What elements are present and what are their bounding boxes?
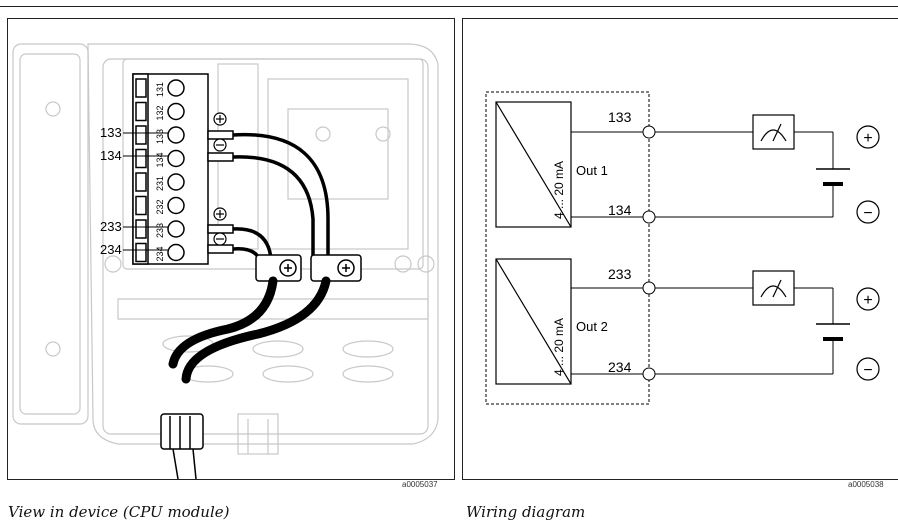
terminal-number: 231: [155, 176, 165, 191]
module-dashed-outline: [485, 91, 650, 405]
terminal-number: 134: [155, 152, 165, 167]
top-rule: [0, 6, 898, 7]
right-image-id: a0005038: [848, 480, 884, 489]
bundled-cables: [168, 276, 331, 384]
terminal-screw: [167, 173, 185, 191]
terminal-number: 232: [155, 199, 165, 214]
device-view-drawing: 131 132 133 134 231 232 233 234: [12, 43, 439, 480]
module-2-range: 4 ... 20 mA: [552, 318, 566, 376]
terminal-screw: [167, 149, 185, 168]
polarity-markers: [213, 112, 227, 246]
side-label-234: 234: [100, 242, 122, 257]
circuit-1-wires: [571, 131, 834, 218]
cable-clamps: [255, 254, 362, 282]
signal-wires: [232, 132, 330, 265]
right-caption: Wiring diagram: [466, 503, 586, 521]
left-image-id: a0005037: [402, 480, 438, 489]
side-label-134: 134: [100, 148, 122, 163]
meter-1: [752, 114, 795, 150]
terminal-screw: [167, 79, 185, 97]
terminal-slot: [135, 78, 147, 98]
terminal-slot: [135, 195, 147, 216]
terminal-number: 234: [155, 246, 165, 261]
terminal-slot: [135, 172, 147, 192]
terminal-slot: [135, 101, 147, 122]
minus-symbol-2: −: [863, 362, 872, 379]
terminal-circles: [642, 125, 656, 381]
terminal-number: 131: [155, 82, 165, 97]
module-2-output: Out 2: [576, 319, 608, 334]
module-2-terminal-bottom: 234: [608, 359, 632, 375]
module-1: [495, 101, 572, 228]
meter-2: [752, 270, 795, 306]
module-1-terminal-bottom: 134: [608, 202, 632, 218]
terminal-block: 131 132 133 134 231 232 233 234: [132, 73, 209, 265]
module-1-terminal-top: 133: [608, 109, 632, 125]
wiring-diagram-frame: 4 ... 20 mA Out 1 133 134 4 ... 20 mA Ou…: [462, 18, 898, 480]
terminal-screw: [167, 196, 185, 215]
module-1-range: 4 ... 20 mA: [552, 161, 566, 219]
terminal-number: 133: [155, 129, 165, 144]
polarity-symbols: [856, 125, 880, 381]
terminal-slot: [135, 125, 147, 145]
terminal-screw: [167, 102, 185, 121]
module-2-terminal-top: 233: [608, 266, 632, 282]
module-2: [495, 258, 572, 385]
side-label-233: 233: [100, 219, 122, 234]
terminal-screw: [167, 243, 185, 262]
wiring-diagram-drawing: 4 ... 20 mA Out 1 133 134 4 ... 20 mA Ou…: [485, 91, 880, 405]
terminal-screw: [167, 220, 185, 238]
terminal-screw: [167, 126, 185, 144]
left-caption: View in device (CPU module): [8, 503, 230, 521]
battery-2: [816, 323, 850, 341]
plus-symbol-1: +: [863, 130, 872, 147]
battery-1: [816, 168, 850, 186]
minus-symbol-1: −: [863, 205, 872, 222]
terminal-slot: [135, 242, 147, 263]
terminal-slot: [135, 219, 147, 239]
side-label-133: 133: [100, 125, 122, 140]
housing-outline: [12, 43, 439, 455]
wire-ferrules: [207, 130, 234, 254]
plus-symbol-2: +: [863, 292, 872, 309]
terminal-number: 132: [155, 105, 165, 120]
terminal-slot: [135, 148, 147, 169]
terminal-number: 233: [155, 223, 165, 238]
circuit-2-wires: [571, 287, 834, 375]
cable-gland: [160, 413, 204, 480]
device-view-frame: 131 132 133 134 231 232 233 234: [7, 18, 455, 480]
module-1-output: Out 1: [576, 163, 608, 178]
